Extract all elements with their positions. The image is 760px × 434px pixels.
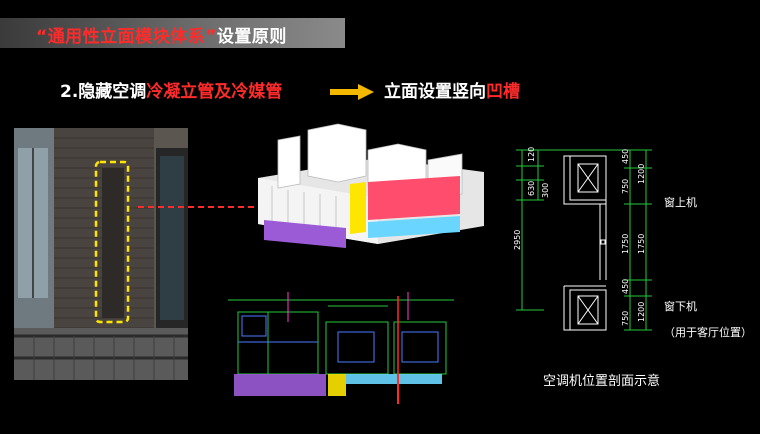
label-living-room-note: （用于客厅位置） [664, 326, 752, 339]
result-highlight: 凹槽 [486, 82, 520, 102]
dim-750-bottom: 750 [621, 311, 630, 326]
dim-120: 120 [527, 147, 536, 162]
floor-plan-cad [228, 292, 454, 406]
dim-1200-top: 1200 [637, 164, 646, 184]
section-caption: 空调机位置剖面示意 [543, 374, 661, 389]
facade-photo-image [14, 128, 188, 380]
section-heading-highlight: 冷凝立管及冷媒管 [146, 82, 283, 102]
dim-300: 300 [541, 183, 550, 198]
title-quote-close: ” [205, 27, 217, 47]
facade-photo [14, 128, 188, 380]
ac-section-drawing: 120 630 300 2950 450 750 1750 450 750 12… [513, 147, 652, 331]
dim-1200-bottom: 1200 [637, 302, 646, 322]
title-highlight: 通用性立面模块体系 [47, 27, 206, 47]
section-heading-prefix: 2.隐藏空调 [60, 82, 147, 102]
section-heading-result: 立面设置竖向凹槽 [384, 77, 520, 102]
section-heading: 2.隐藏空调冷凝立管及冷媒管 [60, 77, 282, 102]
dim-2950: 2950 [513, 230, 522, 250]
title-bar [0, 18, 345, 48]
result-prefix: 立面设置竖向 [384, 82, 486, 102]
title-rest: 设置原则 [216, 27, 287, 47]
title-quote-open: “ [36, 27, 48, 47]
label-window-above: 窗上机 [664, 196, 697, 209]
label-window-below: 窗下机 [664, 300, 697, 313]
dim-450-top: 450 [621, 149, 630, 164]
dim-1750-right: 1750 [637, 234, 646, 254]
dim-630: 630 [527, 181, 536, 196]
right-arrow-icon [330, 84, 374, 100]
dim-750-top: 750 [621, 179, 630, 194]
dim-450-bottom: 450 [621, 279, 630, 294]
building-model-3d [258, 123, 484, 248]
page-title: “通用性立面模块体系”设置原则 [36, 22, 287, 47]
dim-1750: 1750 [621, 234, 630, 254]
